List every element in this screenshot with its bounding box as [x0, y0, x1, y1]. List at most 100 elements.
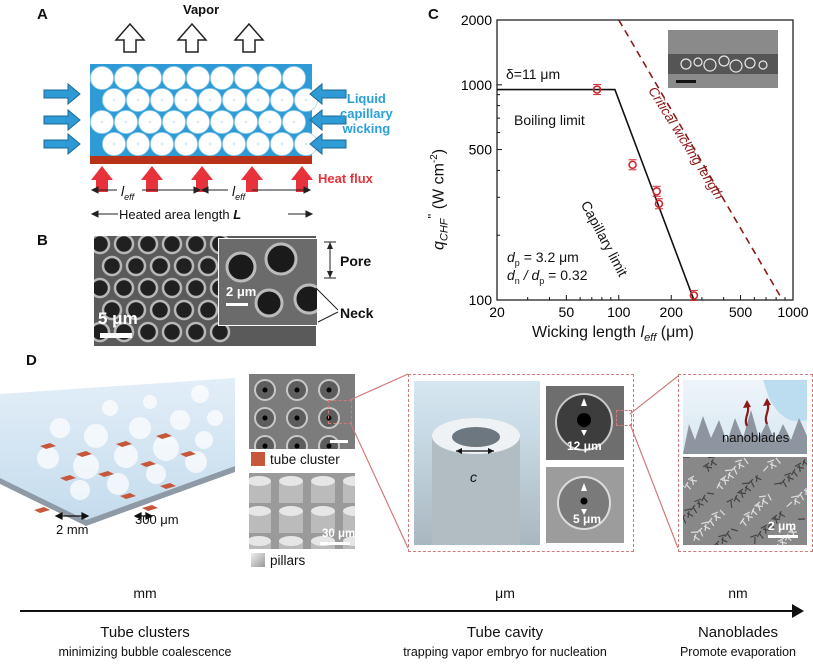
tube-cluster	[140, 461, 156, 467]
nanoblade	[778, 512, 786, 518]
pore	[161, 321, 183, 343]
sphere	[186, 66, 210, 90]
sphere-dot	[232, 98, 236, 102]
substrate-bar	[90, 156, 312, 164]
tube-cluster	[40, 443, 56, 449]
pillars-swatch	[251, 553, 265, 567]
liquid-arrows-right	[309, 82, 347, 156]
nanoblade	[684, 508, 692, 512]
nanoblade	[689, 479, 698, 482]
sphere-dot	[256, 98, 260, 102]
y-axis-label: qCHF" (W cm-2)	[425, 148, 451, 250]
pore	[137, 236, 159, 255]
pore	[113, 236, 135, 255]
pore	[101, 299, 123, 321]
scale-bar-30um	[320, 542, 350, 545]
pillars-legend: pillars	[270, 553, 306, 568]
nanoblade	[754, 501, 761, 507]
nanoblade	[743, 511, 751, 516]
nanoblade	[721, 479, 730, 482]
nanoblade	[694, 498, 702, 503]
bubbles	[34, 385, 223, 513]
nanoblade	[791, 495, 799, 498]
pillar	[311, 481, 335, 503]
pore	[185, 321, 207, 343]
nanoblade	[776, 543, 779, 545]
tube-cluster	[60, 475, 76, 481]
tube	[254, 435, 276, 449]
sphere-packing	[90, 66, 318, 156]
bubble	[143, 395, 157, 409]
pore	[185, 277, 207, 299]
panel-a-letter: A	[37, 6, 48, 23]
pore	[173, 255, 195, 277]
main-scale-bar	[100, 333, 132, 338]
sphere	[210, 66, 234, 90]
nanoblade	[736, 488, 744, 494]
nanoblade	[760, 524, 768, 529]
sphere-dot	[184, 98, 188, 102]
nanoblade	[774, 482, 782, 485]
nanoblade	[762, 528, 770, 532]
nanoblade	[803, 489, 807, 492]
nanoblade	[775, 457, 781, 464]
nanoblade	[788, 527, 795, 533]
heat-flux-label: Heat flux	[318, 171, 373, 186]
sphere-dot	[112, 142, 116, 146]
nanoblade	[750, 534, 758, 538]
tube	[286, 435, 308, 449]
dim-2mm: 2 mm	[56, 522, 89, 537]
data-point	[654, 199, 664, 209]
nanoblade	[792, 470, 798, 477]
nanoblade	[730, 500, 733, 509]
nanoblade	[751, 509, 758, 516]
bubble	[37, 447, 59, 469]
sphere-dot	[196, 120, 200, 124]
x-tick-label: 20	[489, 304, 505, 320]
nanoblades-label: nanoblades	[722, 430, 790, 445]
sem-tube-cluster	[249, 374, 355, 449]
x-tick-label: 100	[607, 304, 631, 320]
bubble	[129, 417, 151, 439]
nanoblade	[750, 480, 755, 488]
pore	[125, 299, 147, 321]
sphere-dot	[148, 120, 152, 124]
tube-cluster	[76, 451, 92, 457]
pillar	[343, 511, 355, 533]
nanoblade	[710, 460, 718, 466]
nanoblade	[706, 492, 715, 495]
sphere-dot	[244, 120, 248, 124]
scale-bar-2um	[768, 535, 798, 538]
scale-30um-label: 30 μm	[322, 528, 356, 540]
sphere	[162, 66, 186, 90]
sphere-dot	[136, 98, 140, 102]
nanoblade	[747, 513, 750, 522]
bubble	[153, 435, 179, 461]
nanoblade	[723, 477, 727, 485]
nanoblade	[767, 459, 775, 463]
sphere-dot	[268, 120, 272, 124]
x-tick-label: 200	[660, 304, 684, 320]
nanoblade	[758, 532, 764, 539]
cavity-12um-label: 12 μm	[567, 439, 602, 453]
dn-dp-label: dn / dp = 0.32	[507, 267, 588, 286]
nanoblade	[718, 534, 726, 538]
sphere	[234, 66, 258, 90]
bubble	[84, 424, 108, 448]
cavity-render	[414, 381, 540, 545]
tube	[318, 435, 340, 449]
nanoblade	[720, 538, 728, 543]
sem-cavity-5um	[546, 467, 624, 543]
sphere-dot	[304, 142, 308, 146]
nanoblade	[779, 541, 787, 544]
cavity-zoom-panel	[408, 374, 634, 552]
nanoblade	[724, 469, 733, 472]
tube-cluster	[98, 471, 114, 477]
nanoblade	[744, 486, 752, 492]
data-point	[652, 186, 661, 196]
pore	[149, 299, 171, 321]
tube-cluster	[180, 451, 196, 457]
tube-cluster	[120, 493, 136, 499]
bubble	[107, 473, 129, 495]
